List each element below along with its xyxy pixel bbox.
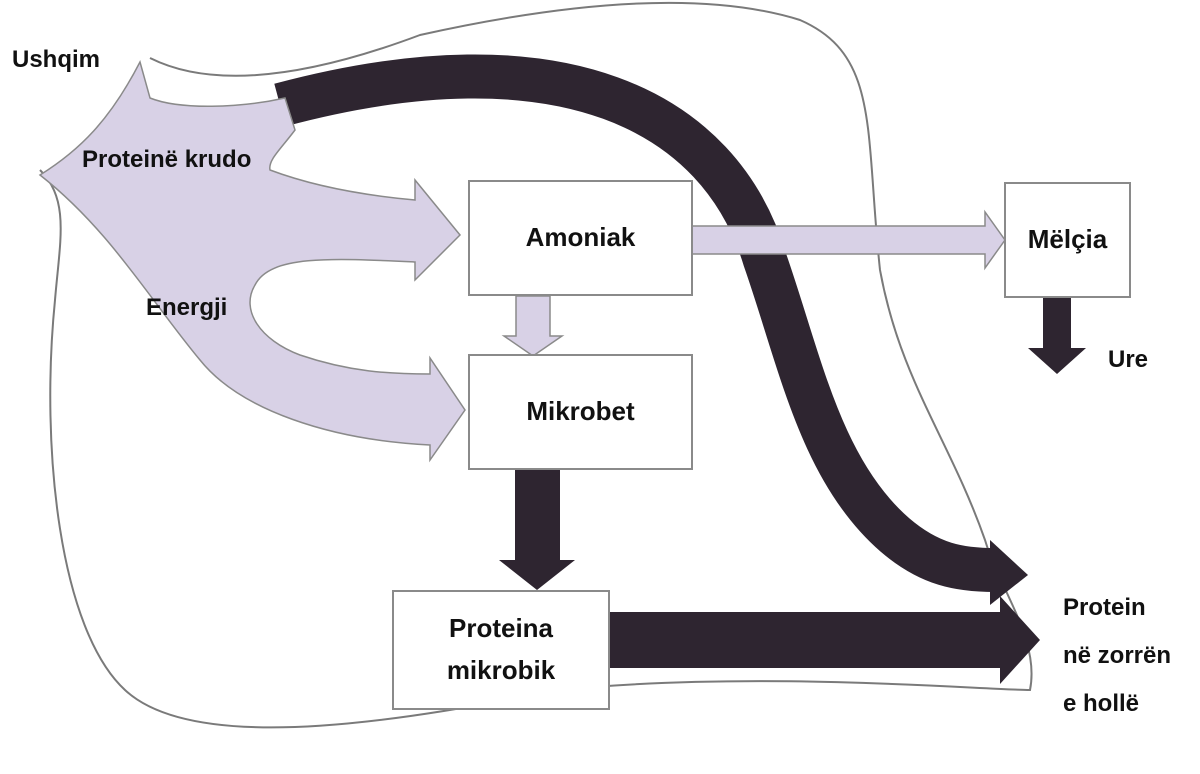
proteina-label-line2: mikrobik (447, 650, 555, 692)
output-line3: e hollë (1063, 692, 1139, 716)
energji-label: Energji (146, 296, 227, 320)
mikrobet-to-proteina-arrow (499, 470, 575, 590)
proteina-label-line1: Proteina (449, 608, 553, 650)
melcia-label: Mëlçia (1028, 219, 1108, 261)
amoniak-to-mikrobet-arrow (504, 296, 562, 356)
mikrobet-label: Mikrobet (526, 391, 634, 433)
proteine-krudo-label: Proteinë krudo (82, 148, 251, 172)
ushqim-label: Ushqim (12, 48, 100, 72)
melcia-box: Mëlçia (1004, 182, 1131, 298)
amoniak-box: Amoniak (468, 180, 693, 296)
melcia-to-ure-arrow (1028, 298, 1086, 374)
bypass-protein-flow (280, 76, 995, 570)
proteina-mikrobik-box: Proteina mikrobik (392, 590, 610, 710)
amoniak-label: Amoniak (526, 217, 636, 259)
output-line1: Protein (1063, 596, 1146, 620)
mikrobet-box: Mikrobet (468, 354, 693, 470)
feed-flow (40, 62, 465, 460)
output-line2: në zorrën (1063, 644, 1171, 668)
ure-label: Ure (1108, 348, 1148, 372)
proteina-to-output-arrow (608, 596, 1040, 684)
